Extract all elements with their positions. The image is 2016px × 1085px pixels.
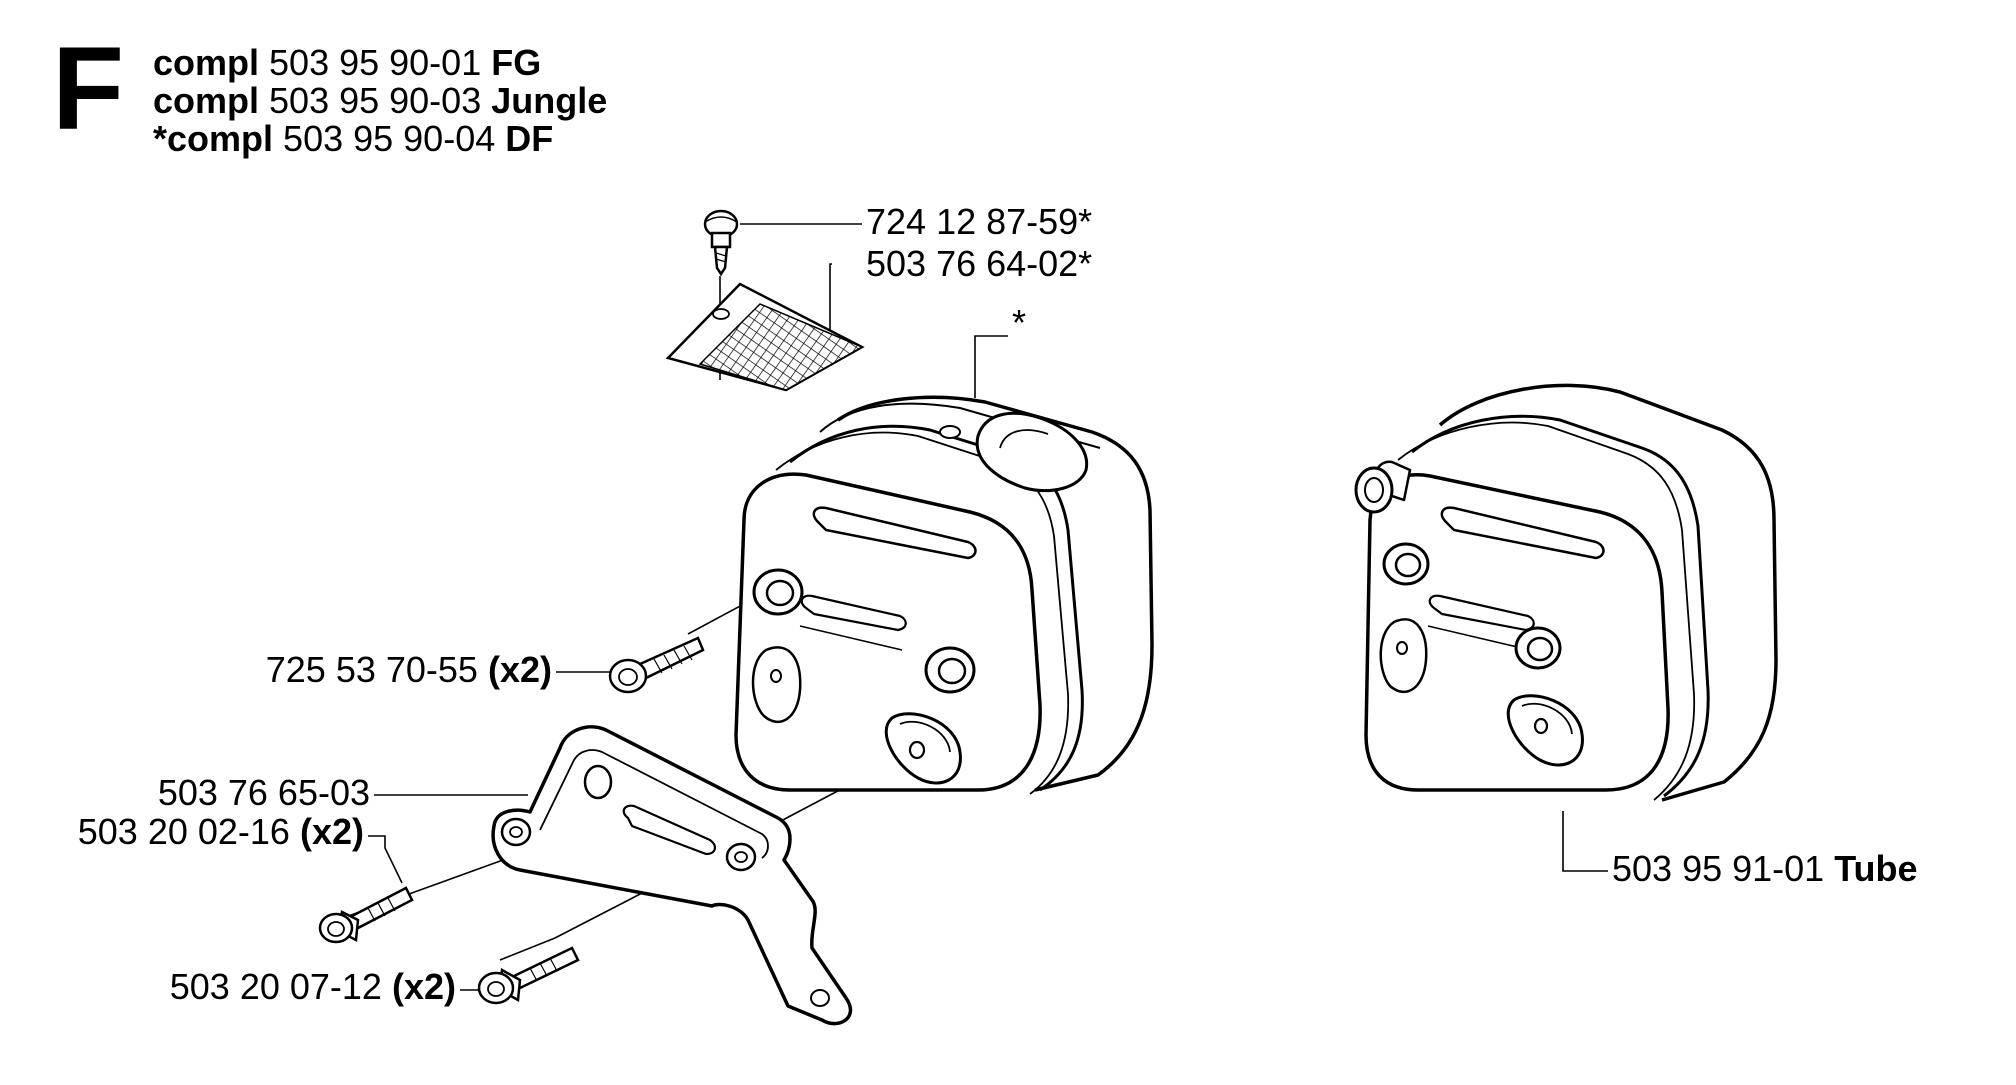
leader-muffler-star [975, 336, 1008, 398]
part-label-spark-screen: 503 76 64-02* [866, 243, 1093, 284]
leader-muffler-tube [1563, 811, 1608, 871]
part-label-screw-top: 724 12 87-59* [866, 201, 1093, 242]
part-label-bracket: 503 76 65-03 [157, 772, 370, 813]
part-label-muffler-tube: 503 95 91-01 Tube [1612, 848, 1918, 889]
section-letter: F [52, 23, 125, 155]
leader-bracket-screw-upper [368, 836, 402, 883]
screw-top-drawing [705, 211, 737, 274]
compl-line-jungle: compl 503 95 90-03 Jungle [153, 80, 608, 121]
muffler-tube-drawing [1356, 385, 1776, 800]
bracket-screw-lower-drawing [479, 948, 578, 1003]
part-label-muffler-star: * [1012, 302, 1027, 343]
part-label-muffler-bolt: 725 53 70-55 (x2) [265, 649, 552, 690]
bracket-drawing [493, 727, 850, 1024]
bracket-screw-upper-drawing [320, 888, 412, 942]
compl-line-df: *compl 503 95 90-04 DF [153, 118, 554, 159]
spark-screen-drawing [668, 284, 862, 390]
compl-line-fg: compl 503 95 90-01 FG [153, 42, 542, 83]
leader-spark-screen [830, 264, 832, 331]
part-label-bracket-screw-upper: 503 20 02-16 (x2) [77, 811, 364, 852]
part-label-bracket-screw-lower: 503 20 07-12 (x2) [169, 966, 456, 1007]
muffler-main-drawing [736, 397, 1152, 794]
muffler-bolt-drawing [610, 638, 703, 692]
